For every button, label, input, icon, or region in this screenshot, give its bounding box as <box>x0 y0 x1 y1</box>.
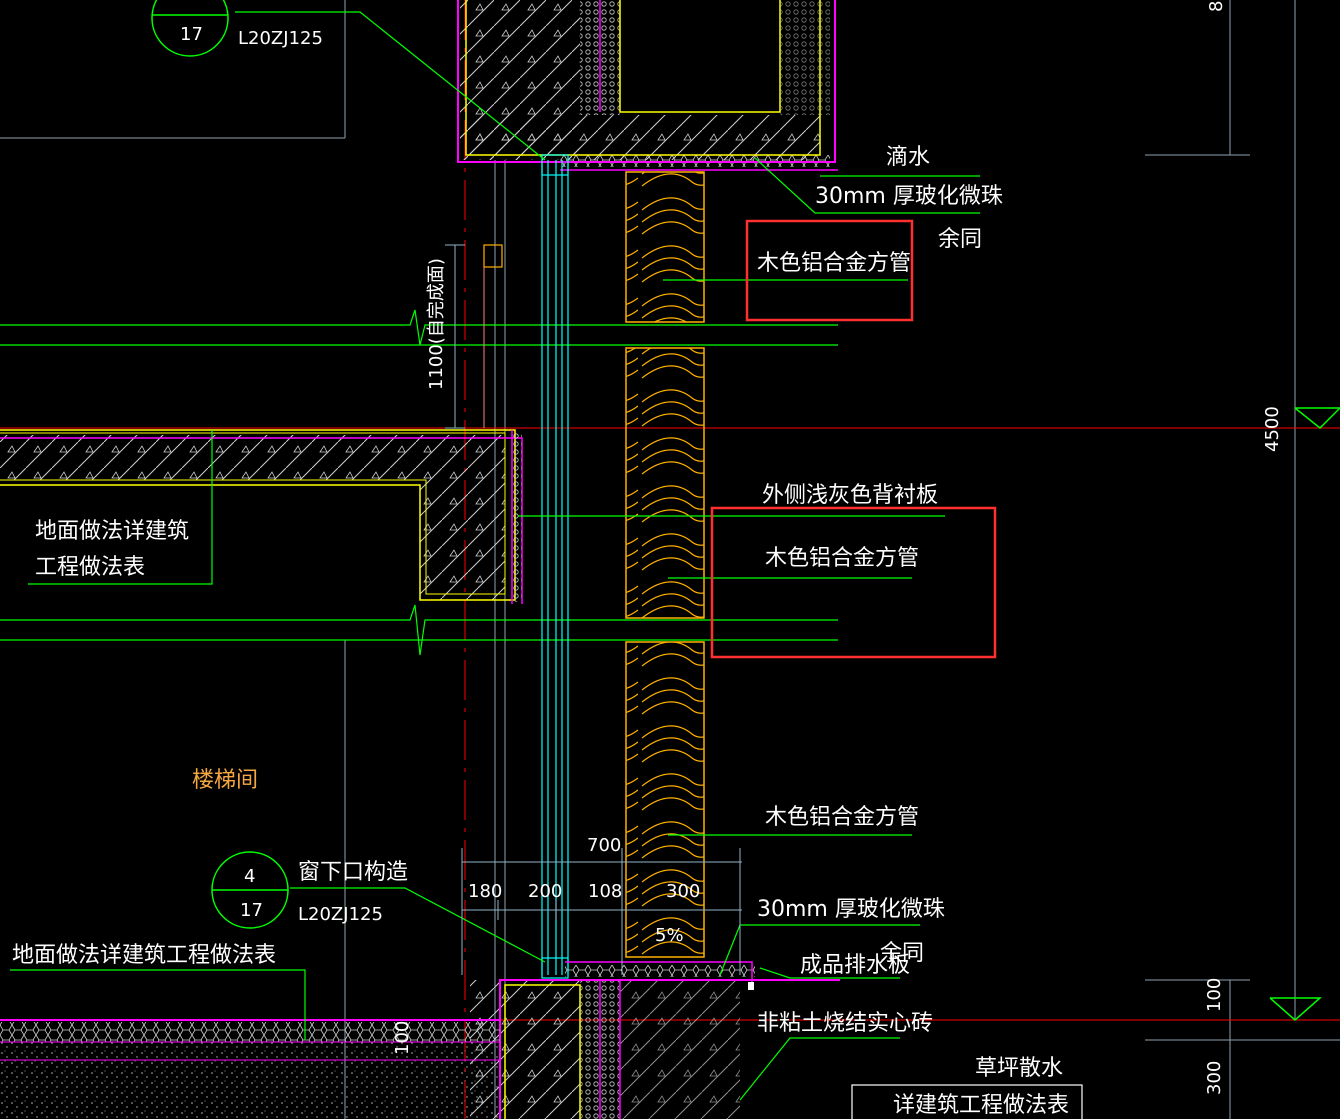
dim-slope: 5% <box>655 925 684 946</box>
wood-tube-column <box>625 171 705 958</box>
tube-label-2: 木色铝合金方管 <box>765 546 919 571</box>
grass-note-label: 详建筑工程做法表 <box>893 1093 1069 1118</box>
dim-rail-height: 1100(自完成面) <box>426 258 447 390</box>
floor-lines <box>0 309 838 656</box>
dim-top-right: 80 <box>1206 0 1227 12</box>
drain-board-label: 成品排水板 <box>800 953 910 978</box>
highlight-box-1 <box>745 219 914 322</box>
insulation-top-label: 30mm 厚玻化微珠 <box>815 184 1003 209</box>
insulation-bottom-label: 30mm 厚玻化微珠 <box>757 897 945 922</box>
floor-note-mid-2: 工程做法表 <box>35 555 145 580</box>
grass-label: 草坪散水 <box>975 1056 1063 1081</box>
dim-100-a: 100 <box>1204 978 1225 1012</box>
dim-108: 108 <box>588 881 622 902</box>
dim-300: 300 <box>666 881 700 902</box>
highlight-box-2 <box>710 506 997 659</box>
annotation-texts: L20ZJ125 17 滴水 30mm 厚玻化微珠 余同 木色铝合金方管 外侧浅… <box>12 24 1069 1118</box>
detail-num-bottom: 17 <box>240 900 263 921</box>
dim-200: 200 <box>528 881 562 902</box>
dimension-lines <box>445 244 742 975</box>
dim-level-height: 4500 <box>1262 406 1283 452</box>
middle-slab <box>0 429 523 604</box>
detail-circle-top <box>151 0 229 57</box>
same-top-label: 余同 <box>938 227 982 252</box>
dim-100-b: 100 <box>392 1021 413 1055</box>
ground-layers <box>0 1019 500 1119</box>
floor-note-mid-1: 地面做法详建筑 <box>35 519 189 544</box>
floor-note-bottom: 地面做法详建筑工程做法表 <box>12 943 276 968</box>
rail-anchor <box>483 244 503 268</box>
backing-board-label: 外侧浅灰色背衬板 <box>762 483 938 508</box>
grass-box <box>851 1084 1083 1119</box>
detail-title: 窗下口构造 <box>298 860 408 885</box>
detail-ref: L20ZJ125 <box>298 904 383 925</box>
dimension-texts: 700 180 200 108 300 5% 1100(自完成面) 4500 1… <box>392 0 1283 1095</box>
same-bottom-label: 余同 <box>880 941 924 966</box>
detail-num-top: 4 <box>244 866 255 887</box>
brick-label: 非粘土烧结实心砖 <box>757 1011 933 1036</box>
level-markers <box>1269 407 1340 1021</box>
tube-label-1: 木色铝合金方管 <box>757 251 911 276</box>
window-glass <box>541 154 569 979</box>
dim-180: 180 <box>468 881 502 902</box>
dim-300-side: 300 <box>1204 1061 1225 1095</box>
dim-total: 700 <box>587 835 621 856</box>
detail-circle-bottom <box>211 851 289 929</box>
room-label: 楼梯间 <box>192 768 258 793</box>
bottom-wall <box>470 961 840 1119</box>
top-wall <box>457 0 838 171</box>
top-detail-ref: L20ZJ125 <box>238 28 323 49</box>
drip-label: 滴水 <box>886 145 930 170</box>
tube-label-3: 木色铝合金方管 <box>765 805 919 830</box>
top-detail-num: 17 <box>180 24 203 45</box>
